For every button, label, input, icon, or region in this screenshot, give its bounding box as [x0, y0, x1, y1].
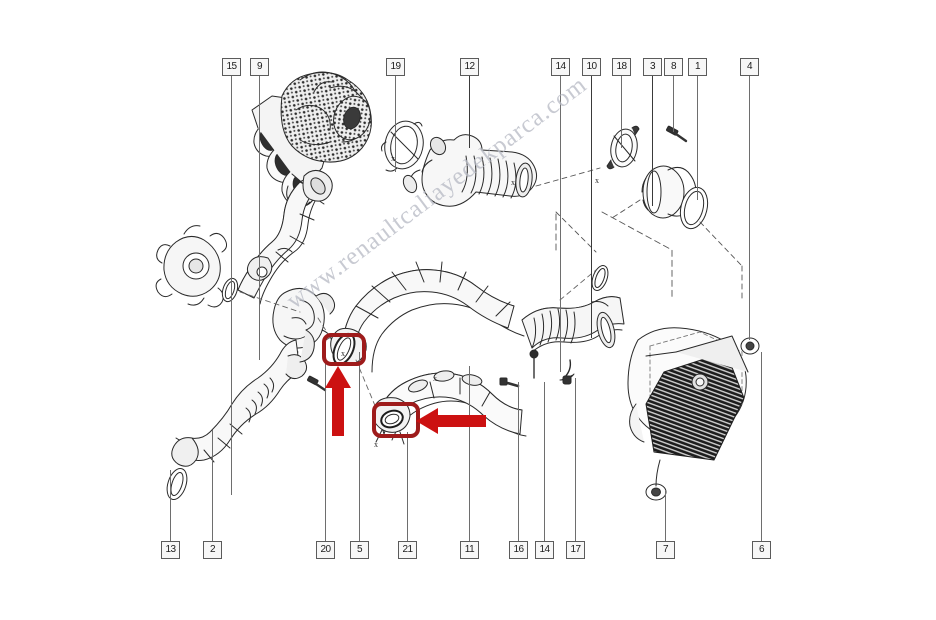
callout-leader-2 [212, 430, 213, 541]
upper-seal-highlight-box [322, 333, 366, 366]
callout-label-9[interactable]: 9 [250, 58, 269, 76]
callout-leader-16 [518, 382, 519, 541]
throttle-valve-part-19 [381, 120, 424, 172]
callout-leader-13 [170, 470, 171, 541]
callout-leader-8 [673, 76, 674, 132]
callout-leader-7 [665, 490, 666, 541]
callout-leader-21 [407, 432, 408, 541]
callout-label-4[interactable]: 4 [740, 58, 759, 76]
callout-label-17[interactable]: 17 [566, 541, 585, 559]
callout-label-20[interactable]: 20 [316, 541, 335, 559]
callout-leader-18 [621, 76, 622, 148]
callout-label-14[interactable]: 14 [535, 541, 554, 559]
intercooler-assembly-part-6 [627, 327, 760, 501]
callout-label-8[interactable]: 8 [664, 58, 683, 76]
callout-label-2[interactable]: 2 [203, 541, 222, 559]
right-bellows-elbow-part-10 [521, 265, 625, 353]
callout-leader-3 [652, 76, 653, 206]
callout-label-3[interactable]: 3 [643, 58, 662, 76]
callout-leader-15 [231, 76, 232, 495]
callout-leader-19 [395, 76, 396, 172]
arrow-left-to-lower-seal [416, 408, 486, 434]
callout-label-14[interactable]: 14 [551, 58, 570, 76]
arrow-up-to-upper-seal [325, 366, 351, 436]
callout-label-21[interactable]: 21 [398, 541, 417, 559]
callout-label-13[interactable]: 13 [161, 541, 180, 559]
callout-leader-5 [359, 352, 360, 541]
pump-housing-part-15 [155, 225, 239, 308]
callout-label-16[interactable]: 16 [509, 541, 528, 559]
callout-leader-10 [591, 76, 592, 338]
callout-label-19[interactable]: 19 [386, 58, 405, 76]
clamp-ring-part-18 [606, 125, 640, 170]
callout-leader-12 [469, 76, 470, 148]
secondary-charge-hose-part-11 [372, 370, 527, 445]
callout-label-10[interactable]: 10 [582, 58, 601, 76]
seal-ring-part-1 [679, 186, 709, 230]
lower-left-hose-part-2 [166, 329, 315, 500]
svg-text:x: x [433, 374, 437, 383]
callout-leader-1 [697, 76, 698, 200]
callout-leader-9 [259, 76, 260, 360]
svg-text:x: x [341, 349, 345, 358]
callout-label-15[interactable]: 15 [222, 58, 241, 76]
callout-label-12[interactable]: 12 [460, 58, 479, 76]
main-charge-air-hose-part-5 [330, 261, 525, 373]
callout-label-6[interactable]: 6 [752, 541, 771, 559]
callout-label-11[interactable]: 11 [460, 541, 479, 559]
connector-sleeve-part-3 [641, 165, 697, 219]
callout-leader-11 [469, 366, 470, 541]
fasteners-group [307, 349, 575, 392]
callout-label-18[interactable]: 18 [612, 58, 631, 76]
callout-leader-17 [575, 378, 576, 541]
svg-text:x: x [595, 176, 599, 185]
callout-leader-20 [325, 352, 326, 541]
svg-text:x: x [374, 440, 378, 449]
lower-seal-highlight-box [372, 402, 420, 438]
callout-leader-6 [761, 352, 762, 541]
callout-label-1[interactable]: 1 [688, 58, 707, 76]
callout-leader-4 [749, 76, 750, 340]
air-intake-duct-part-12 [402, 134, 538, 207]
svg-text:x: x [391, 154, 395, 163]
callout-label-5[interactable]: 5 [350, 541, 369, 559]
callout-leader-14 [544, 382, 545, 541]
bolt-part-8 [666, 125, 688, 143]
callout-label-7[interactable]: 7 [656, 541, 675, 559]
svg-text:x: x [511, 178, 515, 187]
callout-leader-14 [560, 76, 561, 372]
